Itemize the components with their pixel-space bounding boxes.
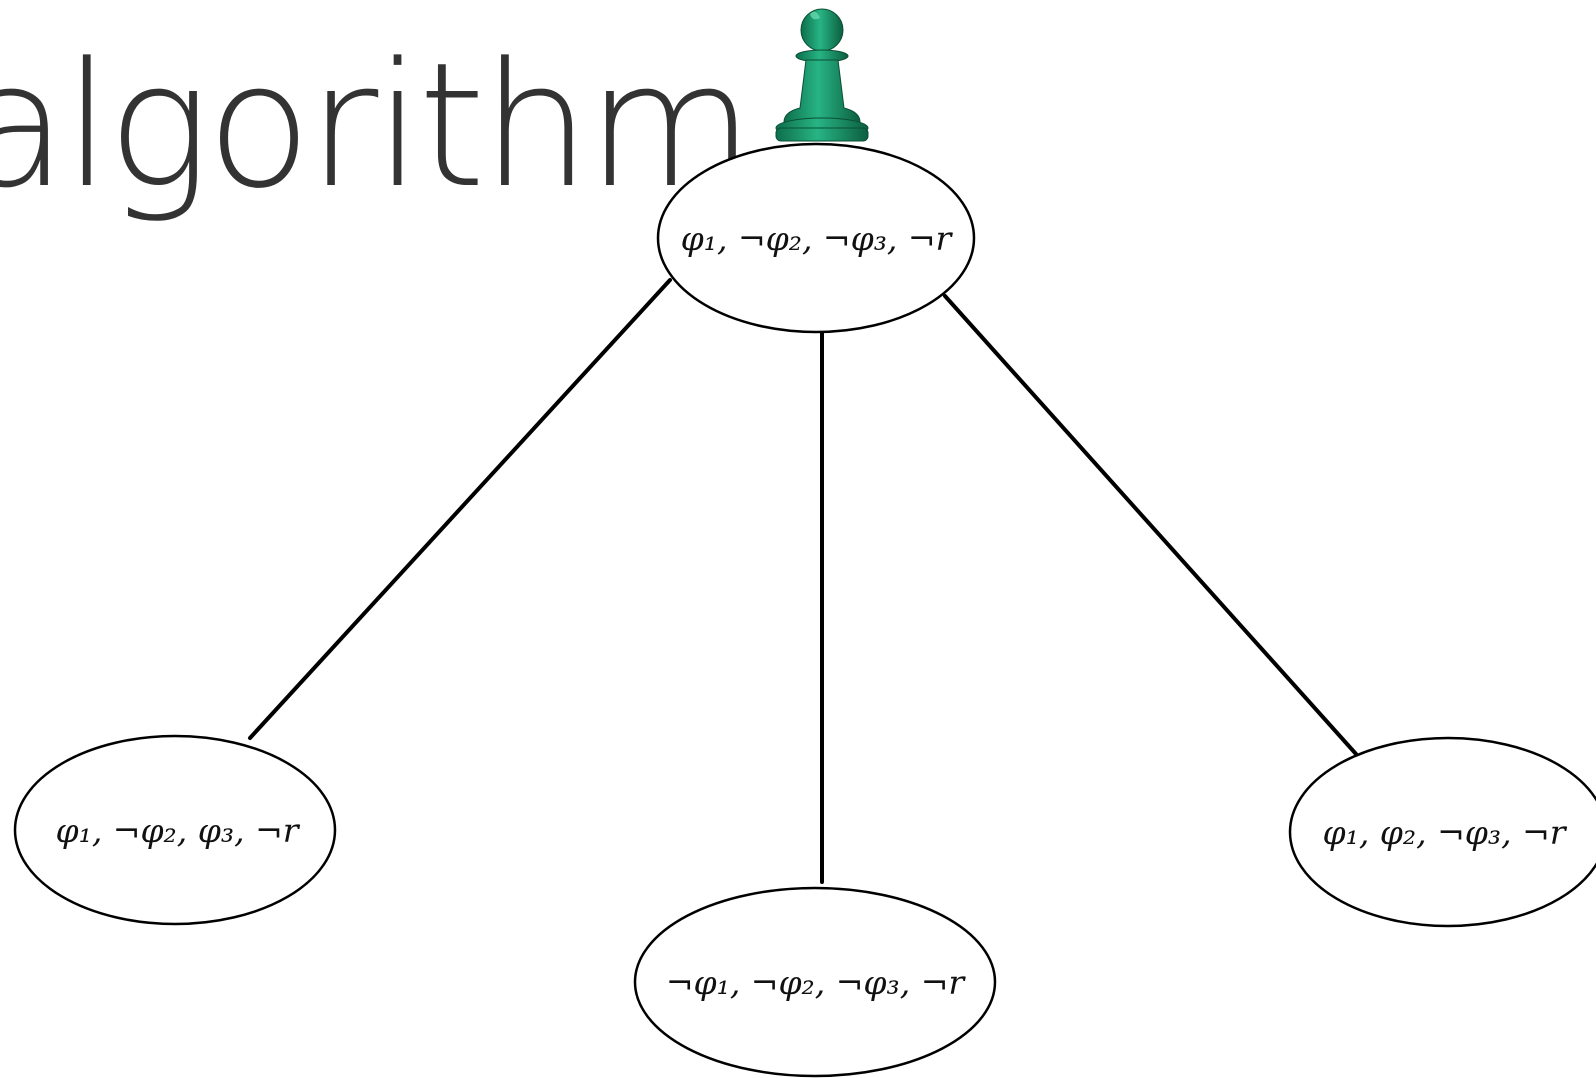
node-right-ellipse: [1288, 736, 1596, 928]
node-root: φ₁, ¬φ₂, ¬φ₃, ¬r: [656, 142, 976, 334]
node-middle-ellipse: [633, 886, 997, 1078]
slide-title: algorithm: [0, 25, 754, 226]
pawn-icon: [775, 8, 869, 142]
node-left-ellipse: [13, 734, 337, 926]
node-middle: ¬φ₁, ¬φ₂, ¬φ₃, ¬r: [633, 886, 997, 1078]
node-left-label: φ₁, ¬φ₂, φ₃, ¬r: [55, 811, 300, 850]
node-middle-label: ¬φ₁, ¬φ₂, ¬φ₃, ¬r: [666, 963, 967, 1002]
edge-root-left: [248, 278, 672, 740]
edge-root-right: [943, 294, 1358, 756]
node-right-label: φ₁, φ₂, ¬φ₃, ¬r: [1322, 813, 1567, 852]
node-right: φ₁, φ₂, ¬φ₃, ¬r: [1288, 736, 1596, 928]
tree-edges: [248, 278, 1358, 884]
node-left: φ₁, ¬φ₂, φ₃, ¬r: [13, 734, 337, 926]
node-root-ellipse: [656, 142, 976, 334]
node-root-label: φ₁, ¬φ₂, ¬φ₃, ¬r: [681, 219, 954, 258]
